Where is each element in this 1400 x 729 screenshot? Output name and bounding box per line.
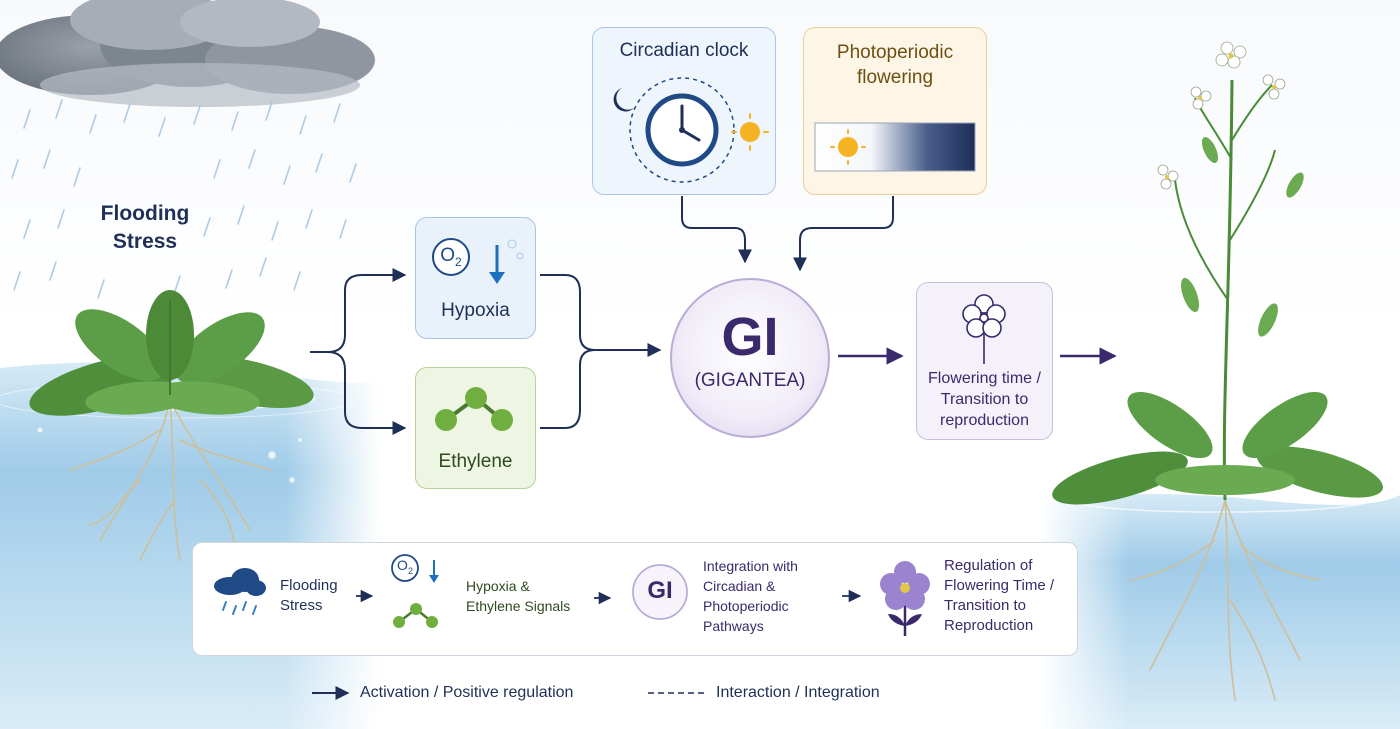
gi-node: [670, 278, 830, 438]
gi-abbreviation: GI: [721, 307, 779, 367]
summary-integration-line-2: Circadian &: [703, 578, 776, 594]
summary-regulation-label: Regulation of Flowering Time / Transitio…: [944, 556, 1074, 636]
hypoxia-label: Hypoxia: [441, 300, 510, 321]
arrow-ethylene-to-gi: [540, 349, 596, 429]
flowering-line-3: reproduction: [940, 412, 1029, 429]
summary-signals-label: Hypoxia & Ethylene Signals: [466, 576, 591, 616]
summary-regulation-line-1: Regulation of: [944, 557, 1033, 574]
o2-letter: O: [440, 245, 456, 266]
o2-symbol: O2: [433, 245, 469, 269]
summary-integration-label: Integration with Circadian & Photoperiod…: [703, 556, 833, 636]
summary-flooding-line-2: Stress: [280, 597, 323, 614]
photoperiodic-line-1: Photoperiodic: [836, 42, 954, 63]
flooding-line-2: Stress: [112, 230, 178, 253]
gi-full-name: (GIGANTEA): [694, 370, 806, 391]
legend-activation-label: Activation / Positive regulation: [360, 684, 574, 701]
o2-subscript: 2: [455, 254, 462, 269]
flowering-line-1: Flowering time /: [928, 370, 1041, 387]
summary-regulation-line-3: Transition to: [944, 597, 1026, 614]
summary-o2-subscript: 2: [407, 565, 413, 576]
arrow-photoperiod-to-gi: [793, 196, 894, 272]
flowering-time-label: Flowering time / Transition to reproduct…: [916, 368, 1053, 431]
arrow-hypoxia-to-gi: [540, 274, 662, 357]
summary-integration-line-1: Integration with: [703, 558, 798, 574]
rain-icon: [11, 99, 357, 299]
ethylene-label: Ethylene: [438, 451, 513, 472]
summary-regulation-line-2: Flowering Time /: [944, 577, 1055, 594]
legend-interaction-label: Interaction / Integration: [716, 684, 880, 701]
flood-water-right: [1040, 480, 1400, 729]
roots-right: [1129, 499, 1321, 701]
flooding-line-1: Flooding: [100, 202, 190, 225]
arrow-flooding-to-hypoxia: [310, 268, 407, 353]
summary-gi-label: GI: [647, 577, 673, 604]
flooding-stress-label: Flooding Stress: [90, 200, 200, 256]
roots-left: [69, 399, 271, 561]
summary-o2-symbol: O2: [392, 557, 418, 576]
summary-signals-line-2: Ethylene Signals: [466, 598, 571, 614]
summary-regulation-line-4: Reproduction: [944, 617, 1034, 634]
summary-signals-line-1: Hypoxia &: [466, 578, 530, 594]
arrow-flooding-to-ethylene: [327, 351, 407, 435]
plant-right-flowering: [1052, 41, 1383, 505]
hypoxia-box: [415, 217, 536, 339]
white-flower-icon: [1157, 41, 1286, 190]
flowering-line-2: Transition to: [940, 391, 1029, 408]
plant-left-rosette: [29, 290, 314, 416]
arrow-circadian-to-gi: [681, 196, 752, 264]
photoperiodic-line-2: flowering: [856, 67, 934, 88]
storm-cloud-icon: [0, 0, 375, 107]
connector-arrows: [310, 196, 894, 435]
summary-integration-line-4: Pathways: [703, 618, 764, 634]
circadian-clock-title: Circadian clock: [619, 40, 749, 61]
summary-integration-line-3: Photoperiodic: [703, 598, 789, 614]
summary-o2-letter: O: [397, 557, 408, 573]
photoperiodic-flowering-title: Photoperiodic flowering: [803, 40, 987, 90]
summary-flooding-label: Flooding Stress: [280, 576, 352, 616]
summary-flooding-line-1: Flooding: [280, 577, 338, 594]
